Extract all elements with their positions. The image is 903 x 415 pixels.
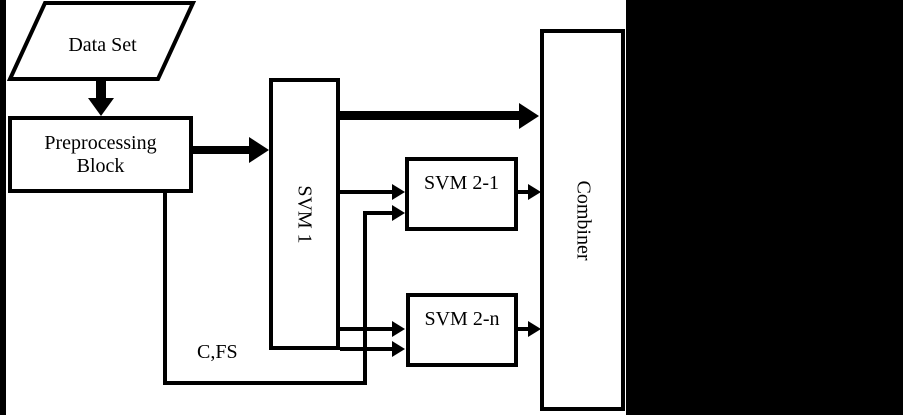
arrow-svm2-n-to-combiner-shaft <box>518 327 528 331</box>
svm2-1-label: SVM 2-1 <box>423 172 499 194</box>
cfs-path-right-riser <box>363 211 367 385</box>
svm1-label: SVM 1 <box>293 184 316 244</box>
preprocessing-label-line2: Block <box>76 154 125 177</box>
combiner-label: Combiner <box>572 180 594 260</box>
cfs-path-bottom-run <box>163 381 367 385</box>
arrow-cfs-to-svm2-1-arrowhead <box>392 205 405 221</box>
arrow-dataset-to-preprocessing-arrowhead <box>88 98 114 116</box>
arrow-svm2-n-to-combiner-arrowhead <box>528 321 541 337</box>
arrow-svm1-to-svm2-n-arrowhead <box>392 321 405 337</box>
svm2-n-node: SVM 2-n <box>406 293 518 367</box>
arrow-svm1-to-svm2-1-arrowhead <box>392 184 405 200</box>
arrow-svm1-to-combiner-shaft <box>340 111 520 120</box>
right-black-panel <box>626 0 903 415</box>
svm2-n-label: SVM 2-n <box>424 308 500 330</box>
cfs-path-left-riser <box>163 193 167 385</box>
cfs-label: C,FS <box>197 341 238 363</box>
arrow-svm1-to-combiner-arrowhead <box>519 103 539 129</box>
data-set-label: Data Set <box>68 34 137 56</box>
arrow-cfs-to-svm2-n-arrowhead <box>392 341 405 357</box>
svm2-1-node: SVM 2-1 <box>405 157 518 231</box>
arrow-dataset-to-preprocessing-shaft <box>96 80 106 99</box>
arrow-preprocessing-to-svm1-shaft <box>193 146 250 154</box>
data-set-shape <box>6 0 197 81</box>
preprocessing-label-line1: Preprocessing <box>44 131 157 154</box>
preprocessing-block-node: Preprocessing Block <box>8 116 193 193</box>
combiner-node: Combiner <box>540 29 625 411</box>
arrow-svm1-to-svm2-1-shaft <box>340 190 392 194</box>
arrow-svm2-1-to-combiner-arrowhead <box>528 184 541 200</box>
arrow-svm2-1-to-combiner-shaft <box>518 190 528 194</box>
left-black-bar <box>0 0 6 415</box>
arrow-preprocessing-to-svm1-arrowhead <box>249 137 269 163</box>
arrow-cfs-to-svm2-1-shaft <box>365 211 392 215</box>
svm1-node: SVM 1 <box>269 78 340 350</box>
